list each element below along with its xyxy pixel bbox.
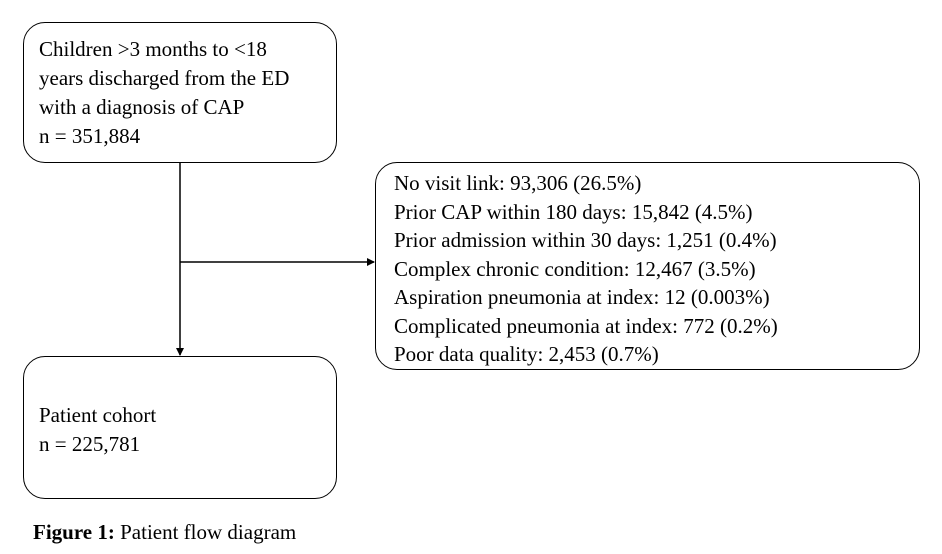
source-line-1: Children >3 months to <18	[39, 37, 267, 61]
figure-caption-text: Patient flow diagram	[114, 520, 297, 544]
figure-caption-label: Figure 1:	[33, 520, 115, 544]
source-line-2: years discharged from the ED	[39, 66, 290, 90]
patient-cohort-box: Patient cohort n = 225,781	[23, 356, 337, 499]
figure-caption: Figure 1: Patient flow diagram	[33, 518, 296, 546]
cohort-count: n = 225,781	[39, 432, 141, 456]
exclusion-criteria-box: No visit link: 93,306 (26.5%) Prior CAP …	[375, 162, 920, 370]
source-line-3: with a diagnosis of CAP	[39, 95, 245, 119]
exclusion-item: Prior admission within 30 days: 1,251 (0…	[394, 228, 777, 252]
source-population-box: Children >3 months to <18 years discharg…	[23, 22, 337, 163]
source-count: n = 351,884	[39, 124, 141, 148]
exclusion-item: Aspiration pneumonia at index: 12 (0.003…	[394, 285, 770, 309]
cohort-label: Patient cohort	[39, 403, 157, 427]
exclusion-item: Complicated pneumonia at index: 772 (0.2…	[394, 313, 778, 338]
exclusion-item: Complex chronic condition: 12,467 (3.5%)	[394, 256, 756, 281]
exclusion-item: Prior CAP within 180 days: 15,842 (4.5%)	[394, 199, 753, 224]
exclusion-item: Poor data quality: 2,453 (0.7%)	[394, 342, 659, 366]
exclusion-item: No visit link: 93,306 (26.5%)	[394, 171, 642, 195]
